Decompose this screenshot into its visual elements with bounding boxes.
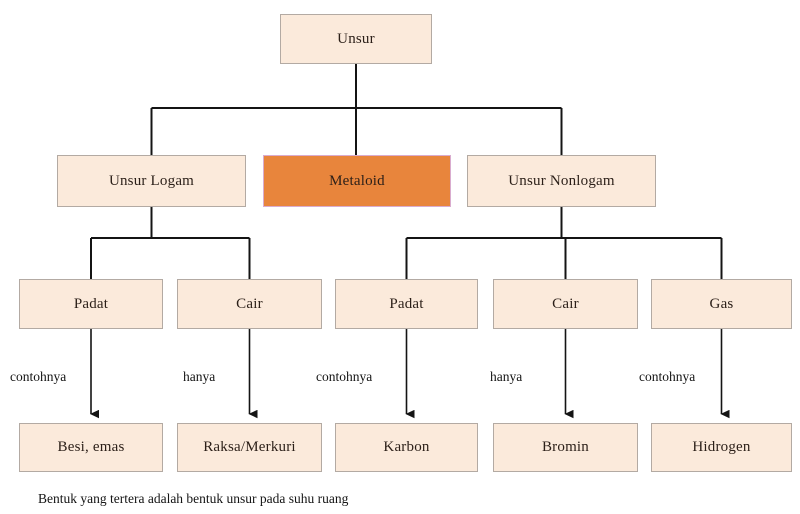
node-label: Bromin bbox=[541, 439, 590, 456]
node-nonlogam-cair[interactable]: Cair bbox=[493, 279, 638, 329]
node-raksa-merkuri[interactable]: Raksa/Merkuri bbox=[177, 423, 322, 472]
node-besi-emas[interactable]: Besi, emas bbox=[19, 423, 163, 472]
node-unsur[interactable]: Unsur bbox=[280, 14, 432, 64]
level3-to-level4-arrows bbox=[90, 329, 730, 419]
node-label: Raksa/Merkuri bbox=[203, 439, 296, 456]
logam-to-level3-connectors bbox=[90, 207, 251, 279]
root-to-level2-connectors bbox=[150, 64, 563, 155]
node-label: Unsur Nonlogam bbox=[508, 172, 615, 189]
node-label: Padat bbox=[73, 295, 109, 312]
edge-label-nonlogam-padat: contohnya bbox=[316, 369, 373, 384]
node-hidrogen[interactable]: Hidrogen bbox=[651, 423, 792, 472]
node-label: Cair bbox=[236, 295, 263, 312]
node-logam-padat[interactable]: Padat bbox=[19, 279, 163, 329]
node-nonlogam-gas[interactable]: Gas bbox=[651, 279, 792, 329]
node-label: Metaloid bbox=[329, 172, 385, 189]
node-label: Gas bbox=[709, 295, 734, 312]
node-unsur-nonlogam[interactable]: Unsur Nonlogam bbox=[467, 155, 656, 207]
edge-label-logam-padat: contohnya bbox=[10, 369, 67, 384]
node-label: Cair bbox=[552, 295, 579, 312]
node-karbon[interactable]: Karbon bbox=[335, 423, 478, 472]
node-label: Besi, emas bbox=[57, 439, 125, 456]
node-label: Hidrogen bbox=[692, 439, 751, 456]
node-unsur-logam[interactable]: Unsur Logam bbox=[57, 155, 246, 207]
node-metaloid[interactable]: Metaloid bbox=[263, 155, 451, 207]
node-bromin[interactable]: Bromin bbox=[493, 423, 638, 472]
node-label: Unsur bbox=[337, 30, 375, 47]
edge-label-nonlogam-cair: hanya bbox=[490, 369, 523, 384]
edge-label-nonlogam-gas: contohnya bbox=[639, 369, 696, 384]
footer-note: Bentuk yang tertera adalah bentuk unsur … bbox=[38, 491, 349, 506]
node-label: Unsur Logam bbox=[108, 172, 195, 189]
node-logam-cair[interactable]: Cair bbox=[177, 279, 322, 329]
node-label: Padat bbox=[389, 295, 424, 312]
nonlogam-to-level3-connectors bbox=[405, 207, 723, 279]
node-nonlogam-padat[interactable]: Padat bbox=[335, 279, 478, 329]
edge-label-logam-cair: hanya bbox=[183, 369, 216, 384]
node-label: Karbon bbox=[383, 439, 430, 456]
